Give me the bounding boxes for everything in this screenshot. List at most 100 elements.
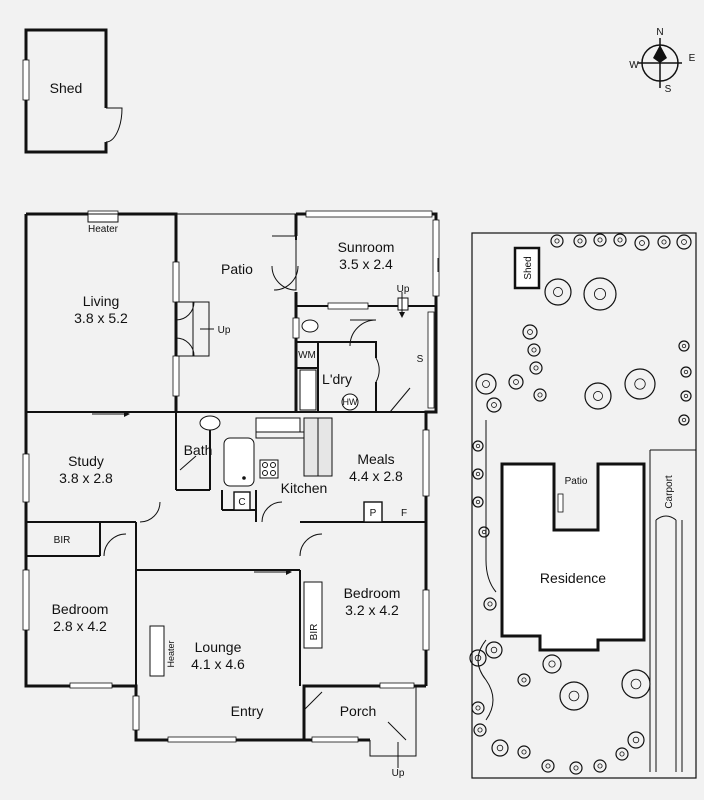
meals-dims: 4.4 x 2.8: [349, 468, 403, 484]
tree-icon: [621, 669, 651, 699]
tree-core-icon: [545, 763, 551, 769]
tree-core-icon: [475, 443, 481, 449]
compass-s: S: [665, 84, 672, 95]
tree-icon: [486, 397, 502, 413]
up-label-living: Up: [218, 325, 231, 336]
tree-icon: [529, 361, 543, 375]
c-label: C: [238, 497, 245, 508]
kitchen-sink-icon: [255, 417, 301, 433]
cupboard-box: [233, 491, 251, 511]
tree-icon: [678, 340, 690, 352]
tree-icon: [472, 468, 484, 480]
tree-icon: [573, 234, 587, 248]
tree-icon: [559, 681, 589, 711]
bedroom2-label: Bedroom: [52, 601, 109, 617]
tree-core-icon: [597, 237, 603, 243]
tree-core-icon: [533, 365, 539, 371]
toilet-icon: [301, 319, 319, 333]
kitchen-label: Kitchen: [281, 480, 328, 496]
pantry-box: [363, 501, 383, 523]
tree-icon: [469, 649, 487, 667]
tree-core-icon: [521, 677, 527, 683]
tree-core-icon: [683, 369, 689, 375]
bir-label-left: BIR: [54, 535, 71, 546]
tree-core-icon: [477, 727, 483, 733]
sunroom-dims: 3.5 x 2.4: [339, 256, 393, 272]
tree-core-icon: [490, 646, 498, 654]
tree-core-icon: [634, 378, 646, 390]
tree-icon: [569, 761, 583, 775]
living-label: Living: [83, 293, 120, 309]
tree-core-icon: [475, 499, 481, 505]
compass-n: N: [656, 27, 663, 38]
tree-core-icon: [632, 736, 640, 744]
laundry-label: L'dry: [322, 371, 352, 387]
tree-icon: [473, 723, 487, 737]
tree-core-icon: [482, 380, 490, 388]
tree-icon: [634, 235, 650, 251]
tree-core-icon: [681, 239, 687, 245]
tree-core-icon: [548, 660, 556, 668]
tree-core-icon: [537, 392, 543, 398]
tree-core-icon: [630, 678, 642, 690]
compass-icon: N E S W: [629, 27, 695, 95]
tree-core-icon: [487, 601, 493, 607]
compass-w: W: [629, 60, 639, 71]
windows: [22, 210, 440, 743]
tree-icon: [533, 388, 547, 402]
tree-core-icon: [683, 393, 689, 399]
sunroom-label: Sunroom: [338, 239, 395, 255]
wm-label: WM: [298, 350, 316, 361]
tree-icon: [472, 496, 484, 508]
tree-icon: [491, 739, 509, 757]
tree-icon: [508, 374, 524, 390]
porch-label: Porch: [340, 703, 377, 719]
tree-core-icon: [597, 763, 603, 769]
lounge-label: Lounge: [195, 639, 242, 655]
tree-core-icon: [531, 347, 537, 353]
p-label: P: [370, 508, 377, 519]
tree-icon: [475, 373, 497, 395]
tree-core-icon: [681, 417, 687, 423]
heater-lounge-label: Heater: [166, 640, 176, 667]
bedroom2-dims: 2.8 x 4.2: [53, 618, 107, 634]
trees: [469, 233, 692, 775]
tree-icon: [527, 343, 541, 357]
bath-label: Bath: [184, 442, 213, 458]
tree-icon: [593, 759, 607, 773]
tree-icon: [517, 673, 531, 687]
basin-icon: [199, 415, 221, 431]
tree-core-icon: [553, 287, 563, 297]
lounge-dims: 4.1 x 4.6: [191, 656, 245, 672]
study-dims: 3.8 x 2.8: [59, 470, 113, 486]
tree-icon: [613, 233, 627, 247]
tree-icon: [544, 278, 572, 306]
patio-label: Patio: [221, 261, 253, 277]
bir-label-right: BIR: [309, 624, 320, 641]
compass-e: E: [689, 53, 696, 64]
tree-core-icon: [568, 690, 580, 702]
cooktop-icon: [259, 459, 279, 479]
site-shed-label: Shed: [523, 256, 534, 279]
fixtures: [87, 213, 439, 768]
meals-label: Meals: [357, 451, 394, 467]
tree-icon: [615, 747, 629, 761]
hot-water-icon: [341, 393, 359, 411]
entry-label: Entry: [231, 703, 264, 719]
shed-label: Shed: [50, 80, 83, 96]
doors: [103, 235, 411, 741]
tree-icon: [472, 440, 484, 452]
tree-core-icon: [577, 238, 583, 244]
site-plan: Shed Patio Residence Carport: [469, 232, 697, 779]
tree-core-icon: [639, 240, 645, 246]
shed-building: Shed: [22, 28, 123, 154]
tree-icon: [593, 233, 607, 247]
residence-outline: [500, 462, 646, 652]
tree-core-icon: [521, 749, 527, 755]
heater-living-icon: [87, 213, 119, 223]
tree-icon: [680, 390, 692, 402]
living-dims: 3.8 x 5.2: [74, 310, 128, 326]
tree-icon: [584, 382, 612, 410]
